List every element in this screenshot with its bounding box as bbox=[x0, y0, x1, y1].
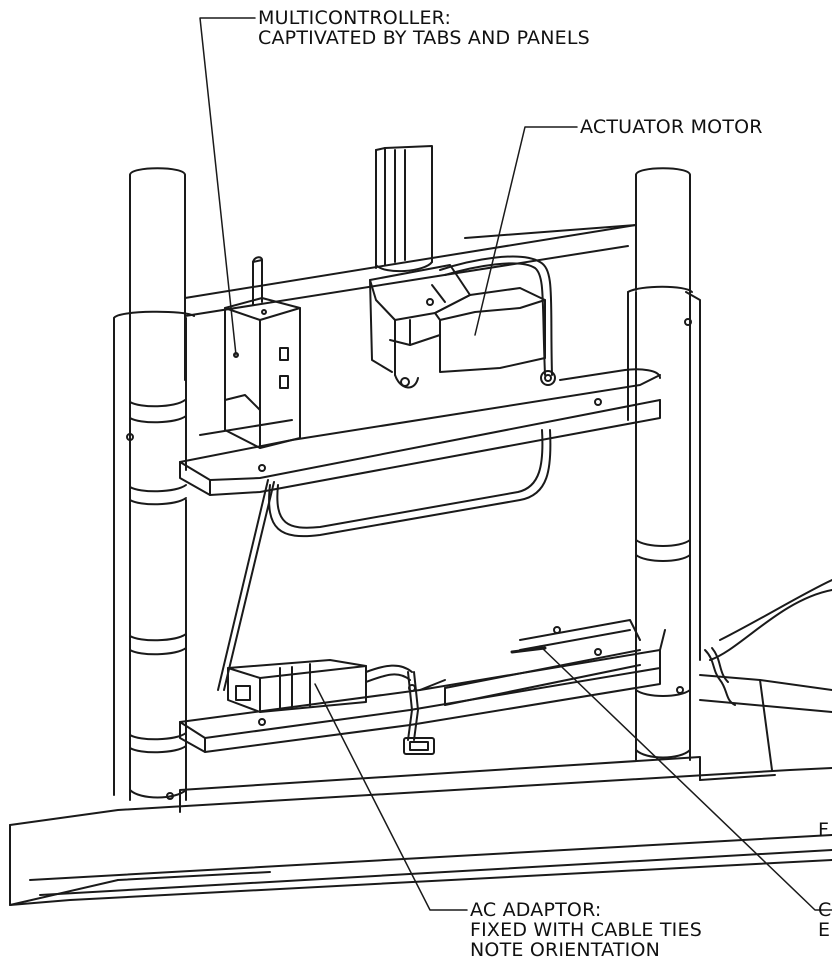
right-fragment-callout: F bbox=[818, 820, 829, 840]
ac-adaptor-callout-line3: NOTE ORIENTATION bbox=[470, 939, 661, 961]
multicontroller-box bbox=[224, 256, 301, 449]
upper-crossbeam bbox=[179, 368, 661, 496]
actuator-motor-callout: ACTUATOR MOTOR bbox=[580, 117, 763, 137]
ac-adaptor-callout-line2: FIXED WITH CABLE TIES bbox=[470, 919, 702, 941]
ac-adaptor bbox=[227, 659, 435, 755]
actuator-motor bbox=[369, 264, 546, 389]
bottom-right-fragment-callout-line2: E bbox=[818, 919, 831, 941]
bottom-right-fragment-callout-line1: C bbox=[818, 899, 832, 921]
lower-crossbeam bbox=[179, 619, 666, 753]
leader-lines bbox=[199, 17, 832, 911]
bottom-right-fragment-callout: C E bbox=[818, 900, 831, 940]
left-column bbox=[113, 167, 195, 801]
actuator-column bbox=[375, 145, 433, 273]
multicontroller-callout-line1: MULTICONTROLLER: bbox=[258, 7, 452, 29]
base-tray bbox=[9, 579, 832, 906]
ac-adaptor-callout: AC ADAPTOR: FIXED WITH CABLE TIES NOTE O… bbox=[470, 900, 702, 960]
back-panel bbox=[184, 224, 637, 317]
multicontroller-callout-line2: CAPTIVATED BY TABS AND PANELS bbox=[258, 27, 590, 49]
multicontroller-callout: MULTICONTROLLER: CAPTIVATED BY TABS AND … bbox=[258, 8, 590, 48]
hanging-cable bbox=[217, 429, 552, 691]
ac-adaptor-callout-line1: AC ADAPTOR: bbox=[470, 899, 602, 921]
actuator-motor-callout-line1: ACTUATOR MOTOR bbox=[580, 116, 763, 138]
right-fragment-callout-line1: F bbox=[818, 819, 830, 841]
cable-loop bbox=[439, 255, 556, 386]
